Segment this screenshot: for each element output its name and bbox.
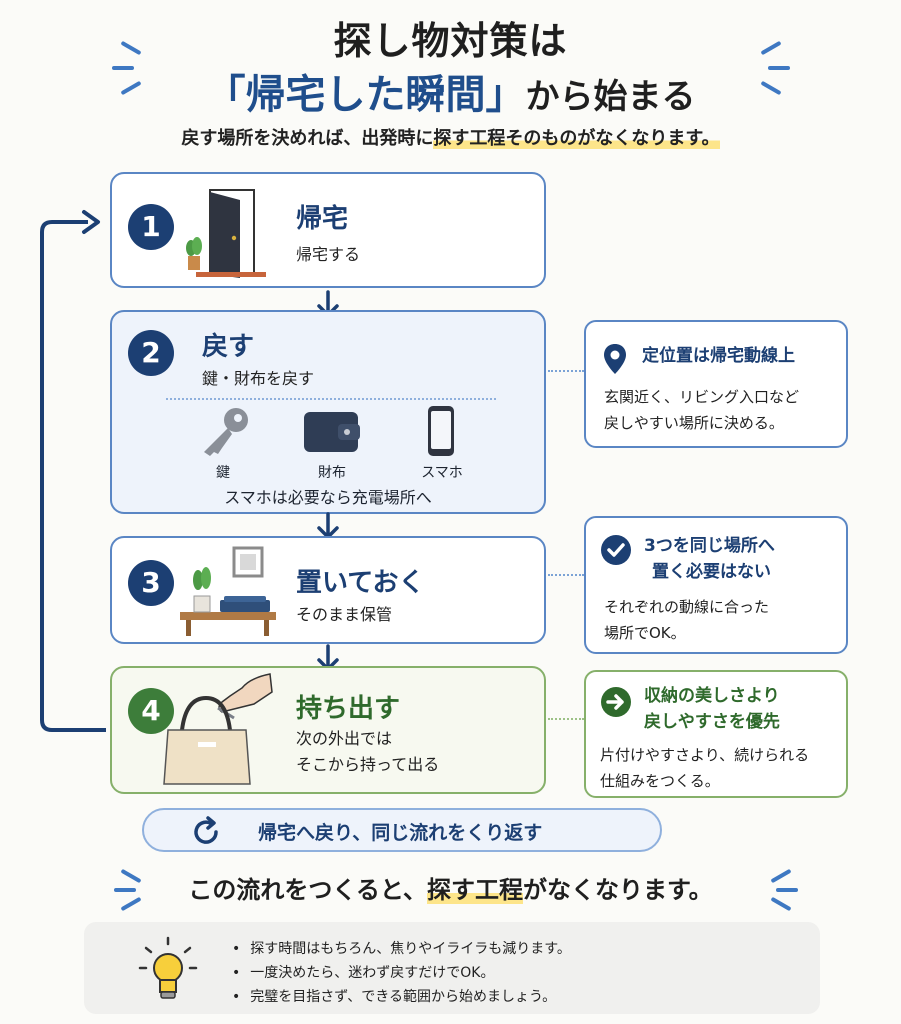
side-note-text: 仕組みをつくる。 [600, 772, 720, 790]
side-note-text: 戻しやすい場所に決める。 [604, 414, 784, 432]
side-note-3: 収納の美しさより 戻しやすさを優先 片付けやすさより、続けられる 仕組みをつくる… [584, 670, 848, 798]
check-circle-icon [601, 535, 631, 565]
decor-dash [112, 66, 134, 70]
side-note-title: 定位置は帰宅動線上 [642, 346, 795, 366]
bottom-msg-marked: 探す工程 [426, 876, 523, 904]
step-title: 戻す [202, 332, 255, 362]
location-pin-icon [604, 344, 626, 374]
lightbulb-icon [138, 936, 198, 999]
step-title: 持ち出す [296, 694, 401, 724]
side-note-title: 置く必要はない [652, 562, 771, 582]
side-note-text: 場所でOK。 [604, 624, 686, 642]
tips-box: 探す時間はもちろん、焦りやイライラも減ります。 一度決めたら、迷わず戻すだけでO… [84, 922, 820, 1014]
smartphone-icon [428, 406, 454, 456]
step-number: 1 [128, 204, 174, 250]
bag-icon [163, 673, 273, 785]
step-number: 4 [128, 688, 174, 734]
step-card-3: 3 置いておく そのまま保管 [110, 536, 546, 644]
connector [548, 718, 584, 720]
side-note-text: それぞれの動線に合った [604, 598, 770, 616]
wallet-icon [304, 412, 360, 452]
bottom-msg-rest: がなくなります。 [522, 876, 713, 904]
page-title-line1: 探し物対策は [333, 19, 568, 63]
door-icon [186, 189, 266, 278]
step-number: 2 [128, 330, 174, 376]
bottom-msg-plain: この流れをつくると、 [188, 876, 427, 904]
side-note-text: 片付けやすさより、続けられる [600, 746, 810, 764]
subtitle-plain: 戻す場所を決めれば、出発時に [181, 128, 434, 149]
step-desc-line1: 次の外出では [296, 729, 393, 748]
decor-dash [114, 888, 136, 892]
tip-item: 探す時間はもちろん、焦りやイライラも減ります。 [232, 938, 571, 958]
side-note-title: 収納の美しさより [644, 686, 780, 706]
step-desc: 鍵・財布を戻す [202, 369, 315, 388]
step-desc: そのまま保管 [296, 605, 393, 624]
item-label: スマホ [421, 465, 463, 481]
shelf-icon [180, 546, 276, 636]
arrow-circle-icon [601, 687, 631, 717]
step-desc: 帰宅する [296, 245, 361, 264]
title-rest: から始まる [525, 77, 696, 117]
step-number: 3 [128, 560, 174, 606]
tip-item: 一度決めたら、迷わず戻すだけでOK。 [232, 962, 494, 982]
step-title: 置いておく [296, 568, 425, 598]
page-title-line2: 「帰宅した瞬間」から始まる [0, 62, 901, 120]
step-card-2: 2 戻す 鍵・財布を戻す 鍵 財布 スマホ スマホは必要なら充電場所へ [110, 310, 546, 514]
side-note-title: 戻しやすさを優先 [644, 712, 780, 732]
key-icon [204, 408, 248, 456]
step-card-4: 4 持ち出す 次の外出では そこから持って出る [110, 666, 546, 794]
connector [548, 370, 584, 372]
step-title: 帰宅 [296, 204, 349, 234]
side-note-title: 3つを同じ場所へ [644, 536, 775, 556]
bottom-message: この流れをつくると、探す工程がなくなります。 [0, 870, 901, 905]
side-note-text: 玄関近く、リビング入口など [604, 388, 800, 406]
subtitle: 戻す場所を決めれば、出発時に探す工程そのものがなくなります。 [0, 124, 901, 150]
item-label: 財布 [318, 465, 346, 481]
loop-arrow [40, 210, 106, 732]
decor-dash [776, 888, 798, 892]
divider [166, 398, 496, 400]
title-highlight: 「帰宅した瞬間」 [205, 72, 526, 118]
step-card-1: 1 帰宅 帰宅する [110, 172, 546, 288]
step-note: スマホは必要なら充電場所へ [224, 488, 432, 507]
step-desc-line2: そこから持って出る [296, 755, 440, 774]
item-label: 鍵 [216, 465, 230, 481]
tip-item: 完璧を目指さず、できる範囲から始めましょう。 [232, 986, 556, 1006]
loop-banner: 帰宅へ戻り、同じ流れをくり返す [142, 808, 662, 852]
connector [548, 574, 584, 576]
refresh-icon [194, 816, 218, 844]
side-note-1: 定位置は帰宅動線上 玄関近く、リビング入口など 戻しやすい場所に決める。 [584, 320, 848, 448]
decor-dash [768, 66, 790, 70]
subtitle-marked: 探す工程そのものがなくなります。 [433, 128, 720, 149]
loop-text: 帰宅へ戻り、同じ流れをくり返す [258, 822, 543, 844]
side-note-2: 3つを同じ場所へ 置く必要はない それぞれの動線に合った 場所でOK。 [584, 516, 848, 654]
